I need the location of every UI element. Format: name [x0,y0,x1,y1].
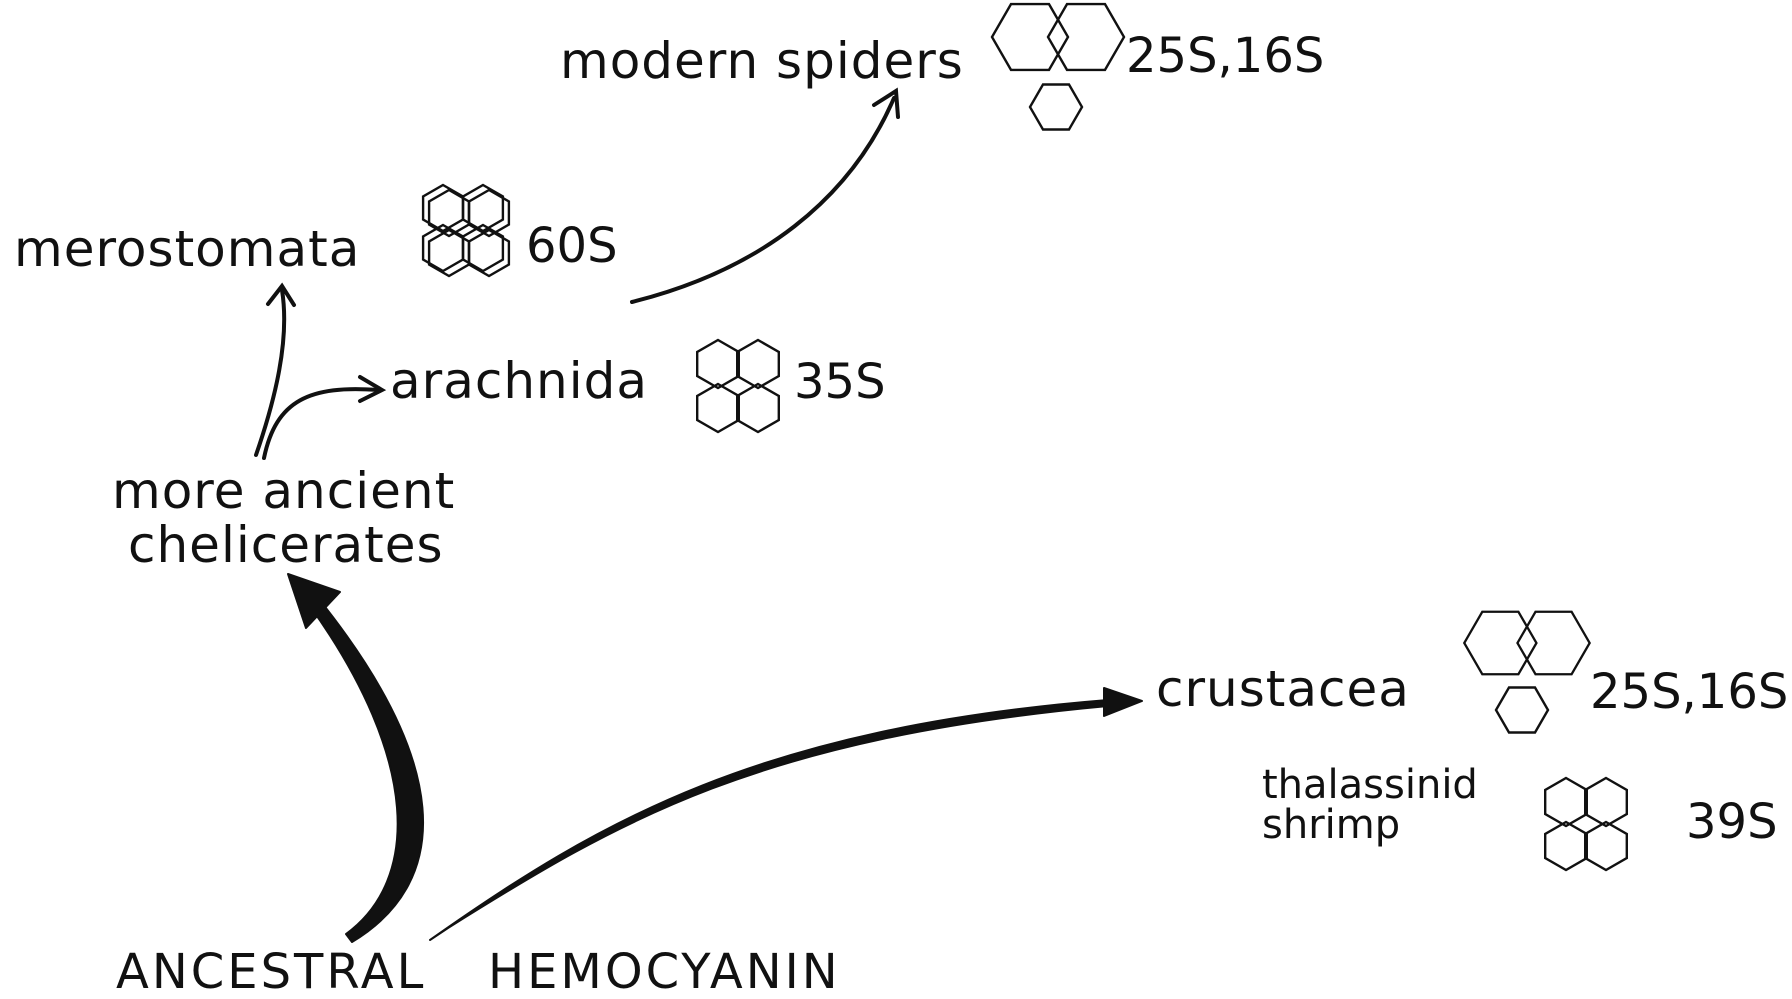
size-thalassinid: 39S [1686,794,1778,850]
label-ancient-line2: chelicerates [128,516,444,574]
arrow-to-modern-spiders [632,91,898,302]
tetrahexamer-icon [1545,778,1627,870]
dihexamer-icon [992,4,1124,70]
arrow-to-arachnida [264,377,382,458]
octohexamer-icon [423,185,509,276]
thick-arrow-to-crustacea [430,688,1142,940]
label-arachnida: arachnida [390,352,648,410]
label-modern-spiders: modern spiders [560,32,964,90]
label-crustacea: crustacea [1156,660,1410,718]
size-crustacea: 25S,16S [1590,664,1788,720]
tetrahexamer-icon [697,340,779,432]
size-merostomata: 60S [526,218,618,274]
hexamer-icon [1030,85,1082,130]
size-arachnida: 35S [794,354,886,410]
root-word-ancestral: ANCESTRAL [116,944,426,999]
hexamer-icon [1496,688,1548,733]
size-modern-spiders: 25S,16S [1126,28,1324,84]
thick-arrow-to-chelicerates [288,574,423,942]
dihexamer-icon [1464,612,1589,675]
label-thalassinid-line2: shrimp [1262,802,1400,848]
label-ancient-line1: more ancient [112,462,455,520]
label-merostomata: merostomata [14,220,360,278]
root-word-hemocyanin: HEMOCYANIN [488,944,841,999]
